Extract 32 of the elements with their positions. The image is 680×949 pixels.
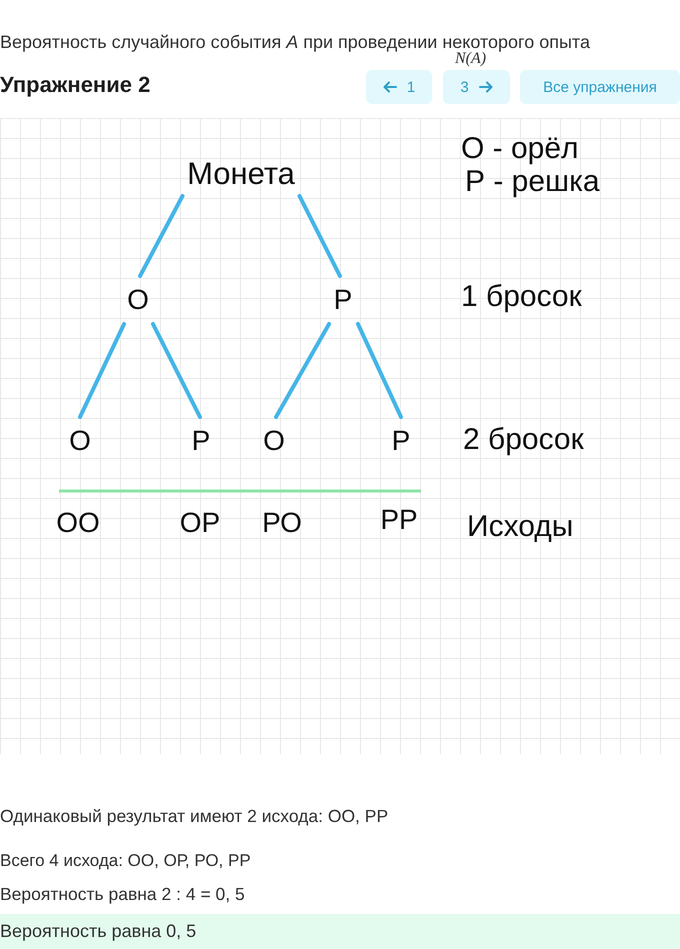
level-label: 2 бросок (463, 423, 584, 457)
connector-line (356, 322, 403, 419)
all-exercises-button: Все упражнения (520, 70, 680, 104)
branch-label: Р (384, 417, 418, 465)
next-button: 3 (443, 70, 510, 104)
branch-label: О (257, 417, 291, 465)
connector-line (274, 322, 332, 419)
connector-line (298, 194, 342, 278)
solution-text: Одинаковый результат имеют 2 исхода: ОО, РР (0, 806, 388, 827)
answer-text: Вероятность равна 0, 5 (0, 914, 680, 949)
previous-button: 1 (366, 70, 432, 104)
branch-label: Р (326, 276, 360, 324)
outcome-label: РО (262, 507, 302, 539)
solution-text: Всего 4 исхода: ОО, ОР, РО, РР (0, 851, 251, 871)
level-label: 1 бросок (461, 280, 582, 314)
key-text: Р - решка (465, 165, 600, 199)
formula-fragment: N(A) (455, 50, 486, 68)
outcome-label: ОО (56, 507, 100, 539)
outcome-label: ОР (180, 507, 220, 539)
connector-line (138, 194, 184, 278)
connector-line (150, 322, 202, 419)
root-label: Монета (176, 152, 306, 196)
key-text: О - орёл (461, 132, 579, 166)
branch-label: О (121, 276, 155, 324)
exercise-title: Упражнение 2 (0, 72, 150, 98)
branch-label: Р (184, 417, 218, 465)
row-label: Исходы (467, 510, 574, 544)
branch-label: О (63, 417, 97, 465)
connector-line (78, 322, 126, 419)
solution-text: Вероятность равна 2 : 4 = 0, 5 (0, 884, 245, 905)
intro-text: Вероятность случайного события A при проведении некоторого опыта (0, 32, 590, 52)
outcome-label: РР (380, 504, 418, 536)
